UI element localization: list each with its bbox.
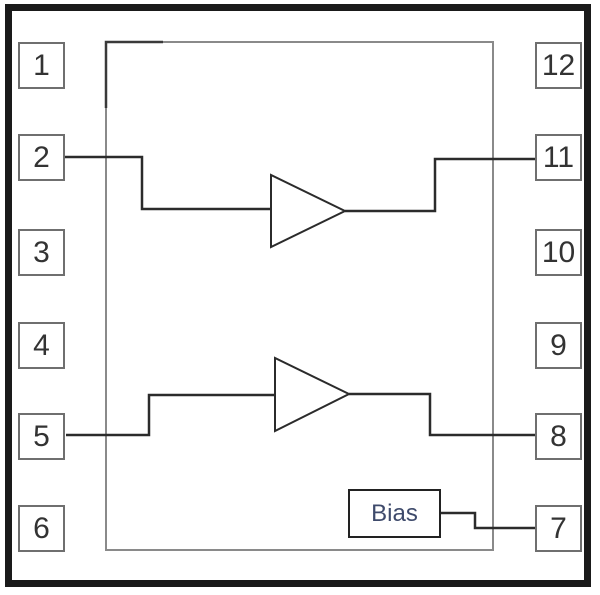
pin-1: 1 — [18, 42, 65, 89]
pin-5-label: 5 — [33, 419, 50, 453]
pin-2: 2 — [18, 134, 65, 181]
pin-9: 9 — [535, 322, 582, 369]
pin-4-label: 4 — [33, 328, 50, 362]
pin-7: 7 — [535, 505, 582, 552]
pin-10-label: 10 — [541, 235, 576, 269]
pin-5: 5 — [18, 413, 65, 460]
bias-block: Bias — [348, 489, 441, 538]
pin-10: 10 — [535, 229, 582, 276]
pin-6: 6 — [18, 505, 65, 552]
pin-9-label: 9 — [550, 328, 567, 362]
pin-4: 4 — [18, 322, 65, 369]
pin-11: 11 — [535, 134, 582, 181]
pin-3-label: 3 — [33, 235, 50, 269]
pin-7-label: 7 — [550, 511, 567, 545]
bias-label: Bias — [371, 499, 418, 527]
pin-6-label: 6 — [33, 511, 50, 545]
pin-1-label: 1 — [33, 48, 50, 82]
pin-8-label: 8 — [550, 419, 567, 453]
pin-12-label: 12 — [541, 48, 576, 82]
pin-12: 12 — [535, 42, 582, 89]
pin-11-label: 11 — [542, 140, 575, 174]
pin-8: 8 — [535, 413, 582, 460]
pin-2-label: 2 — [33, 140, 50, 174]
package-outline — [5, 4, 591, 587]
pin-3: 3 — [18, 229, 65, 276]
die-outline — [105, 41, 494, 551]
